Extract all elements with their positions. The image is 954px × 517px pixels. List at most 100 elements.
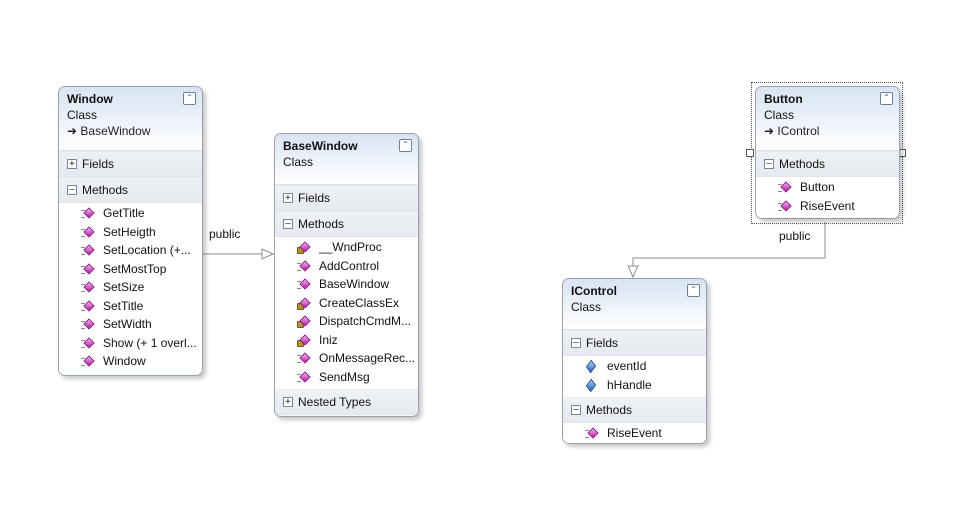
method-name: SetSize	[103, 280, 145, 294]
class-icontrol-header[interactable]: IControl Class ⌃	[563, 279, 706, 330]
method-name: RiseEvent	[800, 198, 855, 213]
class-button-base: ➜ IControl	[764, 124, 820, 138]
basewindow-methods-label: Methods	[298, 217, 345, 231]
public-method-icon	[81, 355, 95, 367]
method-name: SetMostTop	[103, 261, 167, 276]
method-name: Button	[800, 180, 835, 194]
class-window-base-name: BaseWindow	[80, 124, 151, 138]
method-item[interactable]: GetTitle	[59, 204, 202, 223]
method-item[interactable]: RiseEvent	[563, 424, 706, 443]
public-method-icon	[297, 352, 311, 364]
method-item[interactable]: SetTitle	[59, 297, 202, 316]
icontrol-methods-list: RiseEvent	[563, 423, 706, 443]
collapse-minus-icon[interactable]: –	[283, 219, 293, 229]
method-item[interactable]: Show (+ 1 overl...	[59, 334, 202, 353]
method-item[interactable]: SetMostTop	[59, 260, 202, 279]
basewindow-nested-section[interactable]: + Nested Types	[275, 389, 418, 415]
method-item[interactable]: SendMsg	[275, 368, 418, 387]
collapse-basewindow-icon[interactable]: ⌃	[399, 139, 412, 152]
method-item[interactable]: SetLocation (+...	[59, 241, 202, 260]
method-item[interactable]: Iniz	[275, 331, 418, 350]
class-basewindow-header[interactable]: BaseWindow Class ⌃	[275, 134, 418, 185]
icontrol-fields-label: Fields	[586, 336, 619, 350]
public-method-icon	[81, 207, 95, 219]
method-name: Window	[103, 354, 146, 368]
window-methods-list: GetTitle SetHeigth SetLocation (+... Set…	[59, 203, 202, 374]
collapse-minus-icon[interactable]: –	[571, 405, 581, 415]
method-name: CreateClassEx	[319, 295, 400, 310]
method-name: DispatchCmdM...	[319, 314, 412, 328]
basewindow-methods-list: __WndProc AddControl BaseWindow CreateCl…	[275, 237, 418, 389]
class-window-kind: Class	[67, 108, 98, 122]
class-button-base-name: IControl	[777, 124, 820, 138]
button-methods-section[interactable]: – Methods	[756, 151, 899, 177]
icontrol-fields-section[interactable]: – Fields	[563, 330, 706, 356]
window-methods-section[interactable]: – Methods	[59, 177, 202, 203]
collapse-window-icon[interactable]: ⌃	[183, 92, 196, 105]
method-item[interactable]: Window	[59, 352, 202, 371]
icontrol-methods-label: Methods	[586, 403, 633, 417]
public-method-icon	[81, 300, 95, 312]
private-method-icon	[297, 334, 311, 347]
window-methods-label: Methods	[82, 183, 129, 197]
collapse-minus-icon[interactable]: –	[67, 185, 77, 195]
public-method-icon	[81, 337, 95, 349]
basewindow-fields-label: Fields	[298, 191, 331, 205]
collapse-button-icon[interactable]: ⌃	[880, 92, 893, 105]
class-basewindow[interactable]: BaseWindow Class ⌃ + Fields – Methods __…	[274, 133, 419, 417]
class-basewindow-name: BaseWindow	[283, 139, 358, 153]
basewindow-nested-label: Nested Types	[298, 395, 372, 409]
basewindow-fields-section[interactable]: + Fields	[275, 185, 418, 211]
class-window[interactable]: Window Class ➜ BaseWindow ⌃ + Fields – M…	[58, 86, 203, 376]
collapse-minus-icon[interactable]: –	[571, 338, 581, 348]
method-name: __WndProc	[319, 240, 382, 254]
expand-plus-icon[interactable]: +	[67, 159, 77, 169]
field-name: hHandle	[607, 377, 652, 392]
collapse-icontrol-icon[interactable]: ⌃	[687, 284, 700, 297]
public-method-icon	[297, 278, 311, 290]
method-item[interactable]: SetSize	[59, 278, 202, 297]
public-method-icon	[81, 226, 95, 238]
method-item[interactable]: SetWidth	[59, 315, 202, 334]
public-method-icon	[778, 200, 792, 212]
field-icon	[585, 378, 597, 393]
class-window-header[interactable]: Window Class ➜ BaseWindow ⌃	[59, 87, 202, 151]
method-item[interactable]: OnMessageRec...	[275, 349, 418, 368]
public-method-icon	[297, 260, 311, 272]
button-methods-list: Button RiseEvent	[756, 177, 899, 218]
method-item[interactable]: BaseWindow	[275, 275, 418, 294]
method-name: SendMsg	[319, 369, 370, 384]
button-methods-label: Methods	[779, 157, 826, 171]
expand-plus-icon[interactable]: +	[283, 193, 293, 203]
public-method-icon	[81, 318, 95, 330]
expand-plus-icon[interactable]: +	[283, 397, 293, 407]
class-icontrol[interactable]: IControl Class ⌃ – Fields eventId hHandl…	[562, 278, 707, 444]
class-button-header[interactable]: Button Class ➜ IControl ⌃	[756, 87, 899, 151]
method-item[interactable]: __WndProc	[275, 238, 418, 257]
method-name: SetTitle	[103, 298, 144, 313]
method-item[interactable]: Button	[756, 178, 899, 197]
class-icontrol-name: IControl	[571, 284, 617, 298]
icontrol-methods-section[interactable]: – Methods	[563, 397, 706, 423]
field-icon	[585, 359, 597, 374]
class-basewindow-kind: Class	[283, 155, 314, 169]
class-button[interactable]: Button Class ➜ IControl ⌃ – Methods Butt…	[755, 86, 900, 219]
field-name: eventId	[607, 359, 647, 373]
collapse-minus-icon[interactable]: –	[764, 159, 774, 169]
method-name: BaseWindow	[319, 277, 390, 291]
method-item[interactable]: AddControl	[275, 257, 418, 276]
class-icontrol-kind: Class	[571, 300, 602, 314]
method-item[interactable]: RiseEvent	[756, 197, 899, 216]
window-fields-section[interactable]: + Fields	[59, 151, 202, 177]
method-item[interactable]: SetHeigth	[59, 223, 202, 242]
inheritance-line-button-icontrol[interactable]	[632, 222, 826, 266]
basewindow-methods-section[interactable]: – Methods	[275, 211, 418, 237]
method-name: AddControl	[319, 258, 380, 273]
resize-handle-left[interactable]	[746, 149, 754, 157]
method-item[interactable]: CreateClassEx	[275, 294, 418, 313]
method-item[interactable]: DispatchCmdM...	[275, 312, 418, 331]
field-item[interactable]: hHandle	[563, 376, 706, 395]
inheritance-arrow-basewindow	[261, 248, 275, 260]
field-item[interactable]: eventId	[563, 357, 706, 376]
